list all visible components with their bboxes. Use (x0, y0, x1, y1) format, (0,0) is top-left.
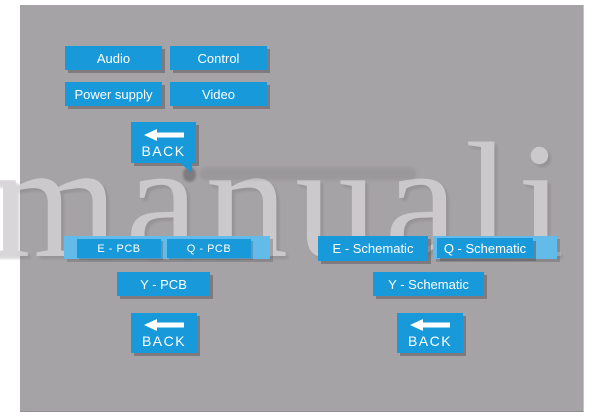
audio-button[interactable]: Audio (65, 46, 162, 70)
back-button-schematic[interactable]: BACK (397, 313, 463, 353)
video-button[interactable]: Video (170, 82, 267, 106)
left-arrow-icon (143, 128, 184, 141)
power-supply-button-label: Power supply (74, 86, 153, 102)
back-button-top[interactable]: BACK (131, 122, 196, 163)
e-pcb-label: E - PCB (97, 242, 141, 255)
back-schematic-label: BACK (407, 333, 453, 349)
back-button-pcb[interactable]: BACK (131, 313, 197, 353)
q-pcb-label: Q - PCB (186, 242, 232, 255)
power-supply-button[interactable]: Power supply (65, 82, 162, 106)
left-arrow-icon (144, 319, 184, 331)
y-schematic-button[interactable]: Y - Schematic (373, 272, 484, 296)
back-top-label: BACK (141, 142, 186, 159)
e-schematic-button[interactable]: E - Schematic (318, 236, 428, 261)
back-tail (179, 162, 192, 173)
q-schematic-button[interactable]: Q - Schematic (437, 238, 533, 258)
faint-text-smudge (200, 167, 416, 180)
q-pcb-button[interactable]: Q - PCB (167, 239, 251, 258)
y-schematic-label: Y - Schematic (388, 276, 469, 292)
audio-button-label: Audio (96, 50, 131, 66)
control-button[interactable]: Control (170, 46, 267, 70)
back-pcb-label: BACK (141, 333, 187, 349)
menu-panel (20, 5, 584, 412)
e-pcb-button[interactable]: E - PCB (77, 239, 161, 258)
control-button-label: Control (197, 50, 240, 66)
video-button-label: Video (201, 86, 235, 102)
q-schematic-label: Q - Schematic (443, 240, 527, 256)
y-pcb-button[interactable]: Y - PCB (117, 272, 210, 296)
left-arrow-icon (410, 319, 450, 331)
y-pcb-label: Y - PCB (140, 276, 187, 292)
e-schematic-label: E - Schematic (332, 241, 414, 256)
